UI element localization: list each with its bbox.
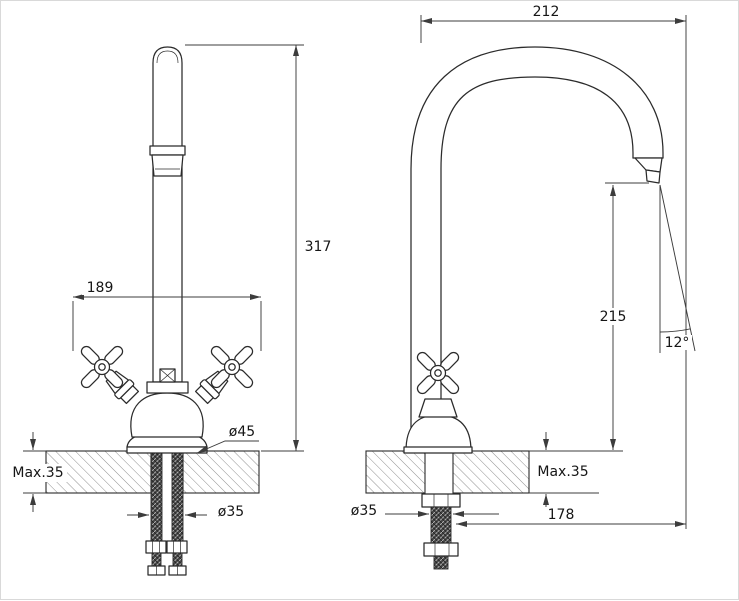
body-dome bbox=[130, 392, 204, 438]
spout-flange bbox=[146, 381, 189, 394]
dim-max-thickness-front-label: Max.35 bbox=[12, 465, 63, 481]
side-view-dimensions: 212 215 12° Max.35 bbox=[344, 4, 696, 529]
countertop-section bbox=[365, 450, 426, 494]
aerator-side bbox=[645, 169, 661, 184]
dim-outlet-height-label: 215 bbox=[600, 309, 627, 325]
dim-total-height-label: 317 bbox=[305, 239, 332, 255]
mounting-shank bbox=[421, 493, 461, 570]
gooseneck-spout bbox=[410, 46, 664, 452]
dim-body-diameter-label: ø45 bbox=[229, 424, 255, 440]
dim-center-to-outlet-label: 178 bbox=[548, 507, 575, 523]
dim-outlet-height: 215 bbox=[594, 182, 649, 450]
front-view-dimensions: 317 189 ø45 Max.35 bbox=[9, 44, 336, 521]
dim-reach-label: 212 bbox=[533, 4, 560, 20]
dim-reach: 212 bbox=[420, 4, 687, 529]
dim-outlet-angle: 12° bbox=[659, 184, 696, 353]
dim-handle-span-label: 189 bbox=[87, 280, 114, 296]
dim-max-thickness-side-label: Max.35 bbox=[537, 464, 588, 480]
front-view bbox=[45, 46, 270, 576]
dim-center-to-outlet: 178 bbox=[456, 507, 686, 527]
dim-handle-span: 189 bbox=[72, 280, 262, 351]
side-view bbox=[365, 46, 664, 570]
countertop-section bbox=[182, 450, 260, 494]
dim-shank-diameter-side-label: ø35 bbox=[351, 503, 377, 519]
aerator-front bbox=[149, 145, 186, 177]
supply-shanks bbox=[145, 452, 188, 576]
dim-body-diameter: ø45 bbox=[196, 423, 262, 454]
dim-shank-diameter-front-label: ø35 bbox=[218, 504, 244, 520]
dim-shank-diameter-front: ø35 bbox=[127, 503, 251, 521]
dim-total-height: 317 bbox=[185, 44, 336, 452]
countertop-section bbox=[452, 450, 530, 494]
base-gasket bbox=[126, 446, 208, 454]
base-gasket bbox=[403, 446, 473, 454]
dim-max-thickness-side: Max.35 bbox=[529, 432, 623, 512]
spout-column bbox=[152, 46, 183, 383]
dim-shank-diameter-side: ø35 bbox=[344, 502, 499, 520]
dim-max-thickness-front: Max.35 bbox=[9, 432, 67, 512]
body-side bbox=[405, 414, 472, 452]
dim-outlet-angle-label: 12° bbox=[665, 335, 690, 351]
handle-bonnet bbox=[418, 398, 458, 418]
